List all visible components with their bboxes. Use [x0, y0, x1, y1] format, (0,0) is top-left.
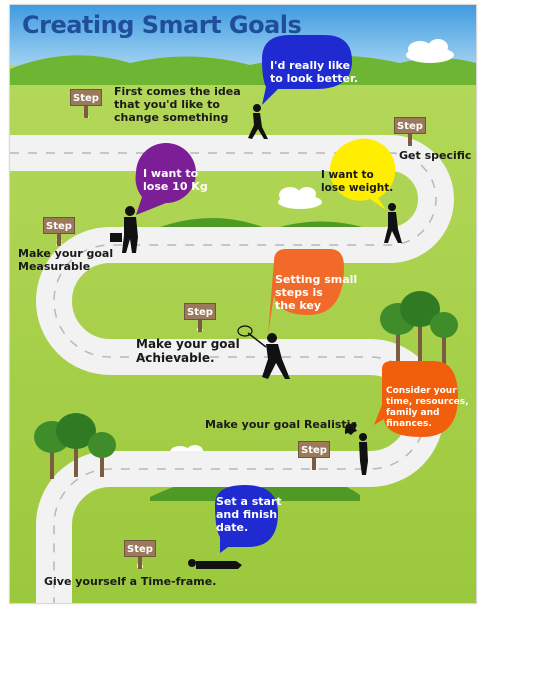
step-sign-5: Step 5: [298, 441, 330, 473]
bubble-lose-10kg: I want to lose 10 Kg: [143, 167, 208, 193]
hills: [10, 55, 476, 85]
bubble-shape: [135, 143, 196, 215]
person-with-net-icon: [237, 325, 290, 379]
bubble-shape: [262, 35, 352, 105]
scene-illustration: [10, 5, 476, 603]
bubble-look-better: I'd really like to look better.: [270, 59, 359, 85]
step-6-label: Give yourself a Time-frame.: [44, 575, 217, 588]
lying-person-icon: [188, 559, 242, 569]
step-sign-2: Step 2: [394, 117, 426, 149]
bubble-shape: [215, 485, 278, 553]
cloud: [406, 39, 454, 63]
step-sign-3: Step 3: [43, 217, 75, 249]
step-1-label: First comes the idea that you'd like to …: [114, 85, 241, 124]
bubble-consider: Consider your time, resources, family an…: [386, 386, 469, 429]
tree-cluster-left: [34, 413, 116, 479]
standing-person-icon: [384, 203, 402, 243]
thinking-person-icon: [345, 422, 368, 475]
bubble-small-steps: Setting small steps is the key: [275, 273, 358, 312]
step-sign-6: Step 6: [124, 540, 156, 572]
bubble-shape: [329, 138, 396, 210]
bubble-shape: [374, 361, 458, 437]
infographic: Creating Smart Goals Step 1 First comes …: [9, 4, 477, 604]
step-4-label: Make your goal Achievable.: [136, 337, 240, 365]
page-title: Creating Smart Goals: [22, 11, 302, 39]
cloud: [278, 187, 322, 209]
bubble-shape: [268, 249, 344, 335]
road-center-line: [10, 152, 437, 603]
walking-person-icon: [248, 104, 268, 139]
businessman-icon: [110, 206, 138, 253]
step-5-label: Make your goal Realistic: [205, 418, 357, 431]
step-2-label: Get specific: [399, 149, 472, 162]
step-3-label: Make your goal Measurable: [18, 247, 114, 273]
tree-cluster-right: [380, 291, 458, 365]
step-sign-1: Step 1: [70, 89, 102, 121]
bubble-lose-weight: I want to lose weight.: [321, 169, 394, 194]
bubble-set-dates: Set a start and finish date.: [216, 495, 282, 534]
step-sign-4: Step 4: [184, 303, 216, 335]
